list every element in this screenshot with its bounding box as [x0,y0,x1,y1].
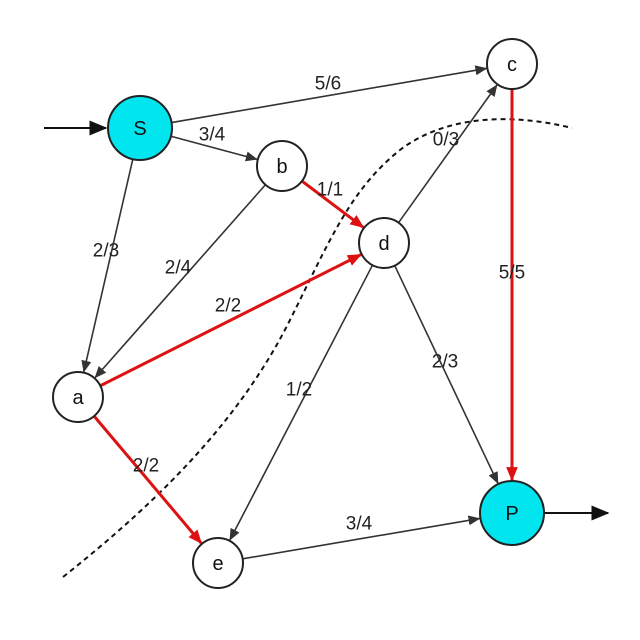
node-d-circle [358,217,410,269]
edges-layer [81,65,518,560]
node-p-label: P [505,503,518,525]
node-p: P [479,480,545,546]
node-e: e [192,537,244,589]
node-c-label: c [507,54,517,76]
node-d-label: d [378,233,389,255]
nodes-layer: Sa b c d e P [52,38,545,589]
node-p-circle [479,480,545,546]
edge-label-d-c: 0/3 [433,130,459,151]
edge-label-e-p: 3/4 [346,514,373,535]
edge-s-a [81,159,134,373]
node-s-circle [107,95,173,161]
edge-s-c [171,65,488,124]
node-b-circle [256,140,308,192]
node-c-circle [486,38,538,90]
edge-label-s-c: 5/6 [315,74,341,95]
node-c: c [486,38,538,90]
node-d: d [358,217,410,269]
node-b: b [256,140,308,192]
node-b-label: b [276,156,287,178]
edge-label-s-a: 2/3 [93,241,119,262]
edge-label-a-e: 2/2 [133,456,159,477]
edge-a-d [99,253,362,388]
node-a-label: a [72,387,84,409]
edge-e-p [242,515,481,560]
edge-s-b [170,135,258,162]
edge-label-a-d: 2/2 [215,296,241,317]
cut-layer [44,118,610,578]
edge-d-p [393,265,499,485]
edge-labels-layer: 5/6 3/4 2/3 1/1 2/4 2/2 2/2 0/3 1/2 2/3 5/5 3/4 [93,74,525,535]
edge-b-a [94,184,267,379]
edge-label-d-e: 1/2 [286,380,312,401]
node-a-circle [52,371,104,423]
edge-a-e [92,415,203,545]
edge-label-s-b: 3/4 [199,125,226,146]
node-a: a [52,371,104,423]
edge-label-d-p: 2/3 [432,352,458,373]
edge-d-e [229,264,374,541]
edge-d-c [397,84,498,224]
edge-label-c-p: 5/5 [499,263,525,284]
edge-label-b-d: 1/1 [317,180,343,201]
node-s: S [107,95,173,161]
node-e-label: e [212,553,223,575]
node-s-label: S [133,118,146,140]
min-cut-dashed-curve [62,118,573,578]
node-e-circle [192,537,244,589]
edge-b-d [301,179,365,229]
edge-label-b-a: 2/4 [165,258,192,279]
